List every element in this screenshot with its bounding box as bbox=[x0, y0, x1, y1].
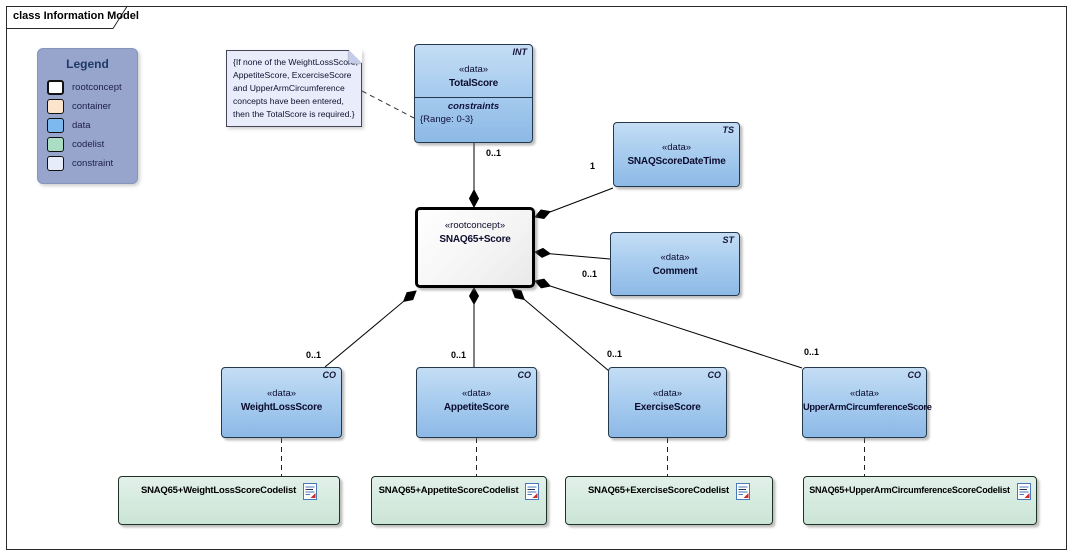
constraint-swatch-icon bbox=[47, 156, 64, 171]
legend-item-codelist: codelist bbox=[47, 135, 137, 154]
type-tag: INT bbox=[512, 47, 528, 57]
constraint-note[interactable]: {If none of the WeightLossScore, Appetit… bbox=[226, 50, 362, 127]
stereotype: «data» bbox=[849, 388, 880, 399]
type-tag: TS bbox=[722, 125, 734, 135]
compartment-divider bbox=[415, 97, 532, 98]
type-tag: CO bbox=[907, 370, 922, 380]
legend-items: rootconcept container data codelist cons… bbox=[47, 78, 137, 173]
codelist-name: SNAQ65+WeightLossScoreCodelist bbox=[140, 485, 297, 496]
stereotype: «data» bbox=[660, 252, 690, 263]
class-exercise-score[interactable]: CO «data» ExerciseScore bbox=[608, 367, 727, 438]
codelist-name: SNAQ65+ExerciseScoreCodelist bbox=[588, 485, 729, 496]
stereotype: «data» bbox=[652, 388, 683, 399]
codelist-swatch-icon bbox=[47, 137, 64, 152]
class-name: UpperArmCircumferenceScore bbox=[803, 402, 932, 412]
constraint-note-text: {If none of the WeightLossScore, Appetit… bbox=[233, 57, 359, 119]
connector-exercise[interactable] bbox=[511, 288, 610, 372]
multiplicity-total-score: 0..1 bbox=[486, 148, 502, 158]
class-name: Comment bbox=[652, 266, 698, 277]
diagram-tab-title: class Information Model bbox=[13, 10, 139, 22]
legend-item-label: codelist bbox=[72, 139, 105, 150]
codelist-document-icon bbox=[735, 483, 750, 500]
legend-item-label: data bbox=[72, 120, 91, 131]
codelist-upper-arm[interactable]: SNAQ65+UpperArmCircumferenceScoreCodelis… bbox=[803, 476, 1037, 525]
container-swatch-icon bbox=[47, 99, 64, 114]
class-name: AppetiteScore bbox=[443, 402, 510, 413]
stereotype: «data» bbox=[461, 388, 492, 399]
range-constraint: {Range: 0-3} bbox=[420, 114, 474, 125]
connector-appetite[interactable] bbox=[468, 286, 480, 367]
stereotype: «data» bbox=[661, 142, 692, 153]
connector-totalscore[interactable] bbox=[468, 143, 480, 209]
connector-datetime[interactable] bbox=[534, 187, 614, 220]
class-name: TotalScore bbox=[449, 78, 498, 89]
type-tag: CO bbox=[517, 370, 532, 380]
class-name: SNAQ65+Score bbox=[439, 234, 511, 245]
connector-comment[interactable] bbox=[534, 247, 611, 260]
class-upper-arm-circumference-score[interactable]: CO «data» UpperArmCircumferenceScore bbox=[802, 367, 932, 438]
connector-note[interactable] bbox=[361, 90, 415, 119]
codelist-name: SNAQ65+AppetiteScoreCodelist bbox=[378, 485, 519, 496]
data-swatch-icon bbox=[47, 118, 64, 133]
class-snaq65-score[interactable]: «rootconcept» SNAQ65+Score bbox=[415, 207, 535, 288]
class-name: SNAQScoreDateTime bbox=[627, 156, 726, 167]
stereotype: «data» bbox=[458, 64, 489, 75]
legend-title: Legend bbox=[66, 57, 109, 71]
codelist-document-icon bbox=[303, 483, 318, 500]
legend-item-data: data bbox=[47, 116, 137, 135]
legend-item-constraint: constraint bbox=[47, 154, 137, 173]
rootconcept-swatch-icon bbox=[47, 80, 64, 95]
class-comment[interactable]: ST «data» Comment bbox=[610, 232, 740, 296]
codelist-document-icon bbox=[525, 483, 540, 500]
legend-panel[interactable]: Legend rootconcept container data codeli… bbox=[37, 48, 138, 184]
connector-weightloss[interactable] bbox=[324, 290, 417, 368]
legend-item-label: rootconcept bbox=[72, 82, 122, 93]
class-weight-loss-score[interactable]: CO «data» WeightLossScore bbox=[221, 367, 342, 438]
diagram-frame bbox=[6, 6, 1067, 550]
codelist-exercise[interactable]: SNAQ65+ExerciseScoreCodelist bbox=[565, 476, 773, 525]
connector-upperarm[interactable] bbox=[534, 278, 803, 369]
class-snaq-score-datetime[interactable]: TS «data» SNAQScoreDateTime bbox=[613, 122, 740, 187]
legend-item-rootconcept: rootconcept bbox=[47, 78, 137, 97]
multiplicity-weight-loss: 0..1 bbox=[306, 350, 322, 360]
stereotype: «rootconcept» bbox=[444, 220, 506, 231]
stereotype: «data» bbox=[266, 388, 297, 399]
type-tag: CO bbox=[322, 370, 337, 380]
type-tag: ST bbox=[722, 235, 734, 245]
class-total-score[interactable]: INT «data» TotalScore constraints {Range… bbox=[414, 44, 533, 143]
codelist-name: SNAQ65+UpperArmCircumferenceScoreCodelis… bbox=[809, 485, 1010, 495]
multiplicity-datetime: 1 bbox=[590, 161, 596, 171]
constraints-compartment-label: constraints bbox=[447, 101, 500, 112]
codelist-document-icon bbox=[1016, 483, 1031, 500]
legend-item-container: container bbox=[47, 97, 137, 116]
class-name: WeightLossScore bbox=[240, 402, 323, 413]
legend-item-label: container bbox=[72, 101, 112, 112]
class-name: ExerciseScore bbox=[634, 402, 701, 413]
multiplicity-comment: 0..1 bbox=[582, 269, 598, 279]
codelist-appetite[interactable]: SNAQ65+AppetiteScoreCodelist bbox=[371, 476, 547, 525]
multiplicity-exercise: 0..1 bbox=[607, 349, 623, 359]
multiplicity-appetite: 0..1 bbox=[451, 350, 467, 360]
codelist-weight-loss[interactable]: SNAQ65+WeightLossScoreCodelist bbox=[118, 476, 340, 525]
class-appetite-score[interactable]: CO «data» AppetiteScore bbox=[416, 367, 537, 438]
type-tag: CO bbox=[707, 370, 722, 380]
legend-item-label: constraint bbox=[72, 158, 114, 169]
multiplicity-upper-arm: 0..1 bbox=[804, 347, 820, 357]
